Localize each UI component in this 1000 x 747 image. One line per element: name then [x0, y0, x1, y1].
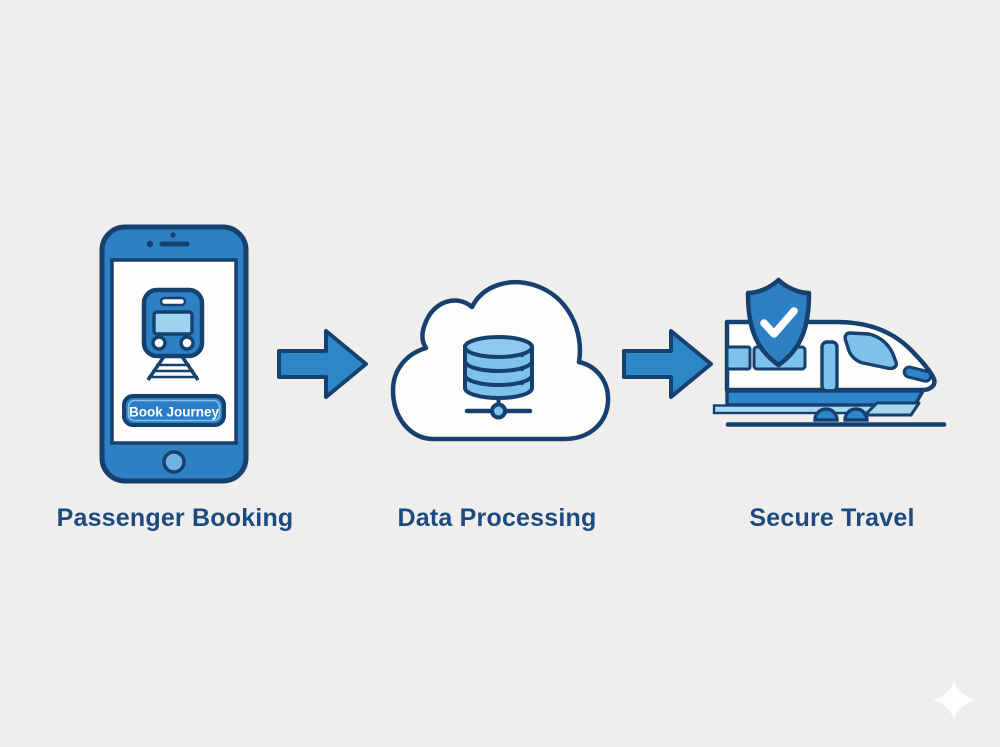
- book-journey-button-label: Book Journey: [129, 405, 220, 420]
- train-headlight: [902, 365, 933, 383]
- shield-check-icon: [745, 277, 812, 368]
- book-journey-button: Book Journey: [122, 394, 226, 427]
- checkmark-icon: [760, 307, 798, 338]
- arrow-right-icon: [277, 329, 368, 399]
- arrow-right-icon: [622, 329, 713, 399]
- train-side-icon: [712, 319, 947, 427]
- smartphone-booking-icon: Book Journey: [99, 224, 249, 484]
- sparkle-icon: [933, 679, 975, 721]
- phone-top-dot: [170, 232, 176, 238]
- home-button: [162, 450, 186, 474]
- train-door: [820, 340, 839, 393]
- step-label-data-processing: Data Processing: [397, 504, 597, 532]
- secure-train-shield-icon: [712, 277, 947, 427]
- step-label-passenger-booking: Passenger Booking: [56, 504, 294, 532]
- database-icon: [463, 335, 534, 420]
- train-wheel: [813, 407, 839, 422]
- camera-icon: [146, 240, 154, 248]
- train-windshield: [843, 331, 898, 371]
- train-wheel: [843, 407, 869, 422]
- cloud-database-icon: [390, 279, 611, 442]
- train-window: [725, 345, 752, 371]
- train-front-icon: [141, 287, 205, 381]
- network-node: [490, 402, 507, 420]
- train-skirt: [863, 401, 921, 417]
- step-label-secure-travel: Secure Travel: [749, 504, 915, 532]
